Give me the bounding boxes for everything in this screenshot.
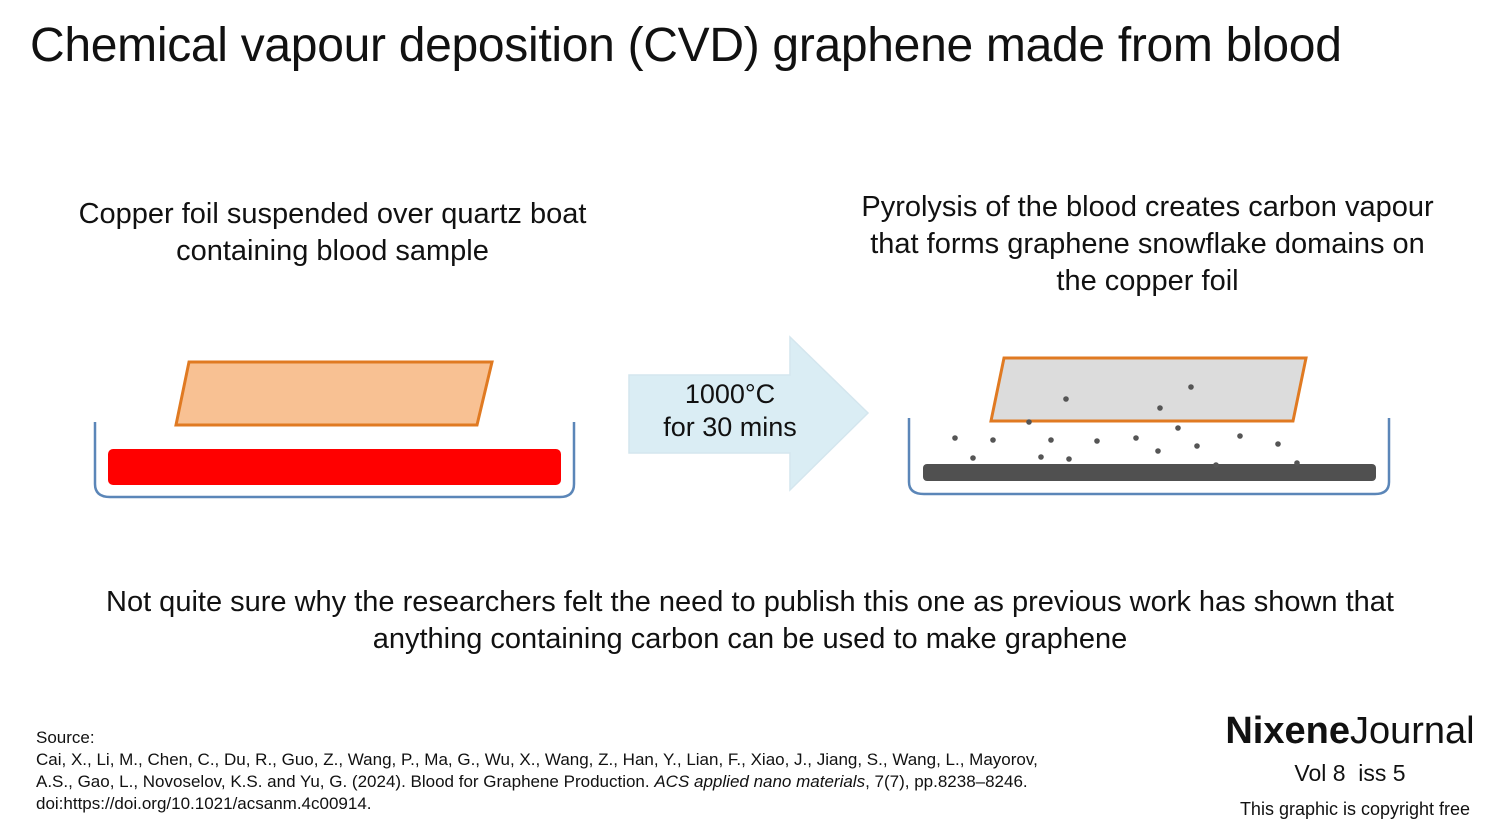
duration-label: for 30 mins	[663, 412, 797, 442]
source-doi: doi:https://doi.org/10.1021/acsanm.4c009…	[36, 794, 372, 813]
brand-regular: Journal	[1349, 710, 1475, 752]
carbon-particle	[1294, 460, 1300, 466]
brand-bold: Nixene	[1225, 710, 1350, 752]
arrow-label: 1000°C for 30 mins	[630, 378, 830, 444]
source-journal: ACS applied nano materials	[654, 772, 866, 791]
quartz-boat-left	[93, 422, 576, 499]
carbon-particle	[1063, 396, 1069, 402]
source-authors-line2: A.S., Gao, L., Novoselov, K.S. and Yu, G…	[36, 771, 1166, 793]
left-caption: Copper foil suspended over quartz boat c…	[78, 198, 587, 267]
source-pages: , 7(7), pp.8238–8246.	[865, 772, 1028, 791]
carbon-particle	[1213, 462, 1219, 468]
carbon-residue	[923, 464, 1376, 481]
carbon-particle	[1048, 437, 1054, 443]
carbon-particle	[1038, 454, 1044, 460]
copyright-note: This graphic is copyright free	[1239, 799, 1471, 819]
page-title: Chemical vapour deposition (CVD) graphen…	[30, 19, 1342, 72]
blood-sample	[108, 449, 561, 485]
source-title: A.S., Gao, L., Novoselov, K.S. and Yu, G…	[36, 772, 655, 791]
carbon-particle	[970, 455, 976, 461]
source-authors-line1: Cai, X., Li, M., Chen, C., Du, R., Guo, …	[36, 750, 1038, 769]
carbon-particle	[1237, 433, 1243, 439]
process-arrow	[628, 335, 870, 492]
carbon-particle	[952, 435, 958, 441]
source-label: Source:	[36, 728, 95, 747]
copper-foil-left	[174, 360, 494, 427]
temperature-label: 1000°C	[684, 379, 776, 409]
source-citation: Source: Cai, X., Li, M., Chen, C., Du, R…	[36, 727, 1166, 815]
carbon-particle	[1275, 441, 1281, 447]
carbon-particle	[1157, 405, 1163, 411]
brand-logo: NixeneJournal	[1200, 708, 1500, 754]
carbon-particle	[1155, 448, 1161, 454]
copper-foil-right	[989, 356, 1308, 423]
carbon-particle	[1194, 443, 1200, 449]
carbon-particle	[1066, 456, 1072, 462]
carbon-particle	[1188, 384, 1194, 390]
right-caption: Pyrolysis of the blood creates carbon va…	[861, 191, 1434, 297]
carbon-particle	[1175, 425, 1181, 431]
volume-issue: Vol 8 iss 5	[1294, 760, 1406, 786]
commentary-text: Not quite sure why the researchers felt …	[106, 586, 1394, 655]
quartz-boat-right	[907, 418, 1391, 496]
carbon-particle	[990, 437, 996, 443]
carbon-particle	[1133, 435, 1139, 441]
carbon-particle	[1094, 438, 1100, 444]
carbon-vapour-particles	[952, 384, 1300, 468]
carbon-particle	[1026, 419, 1032, 425]
